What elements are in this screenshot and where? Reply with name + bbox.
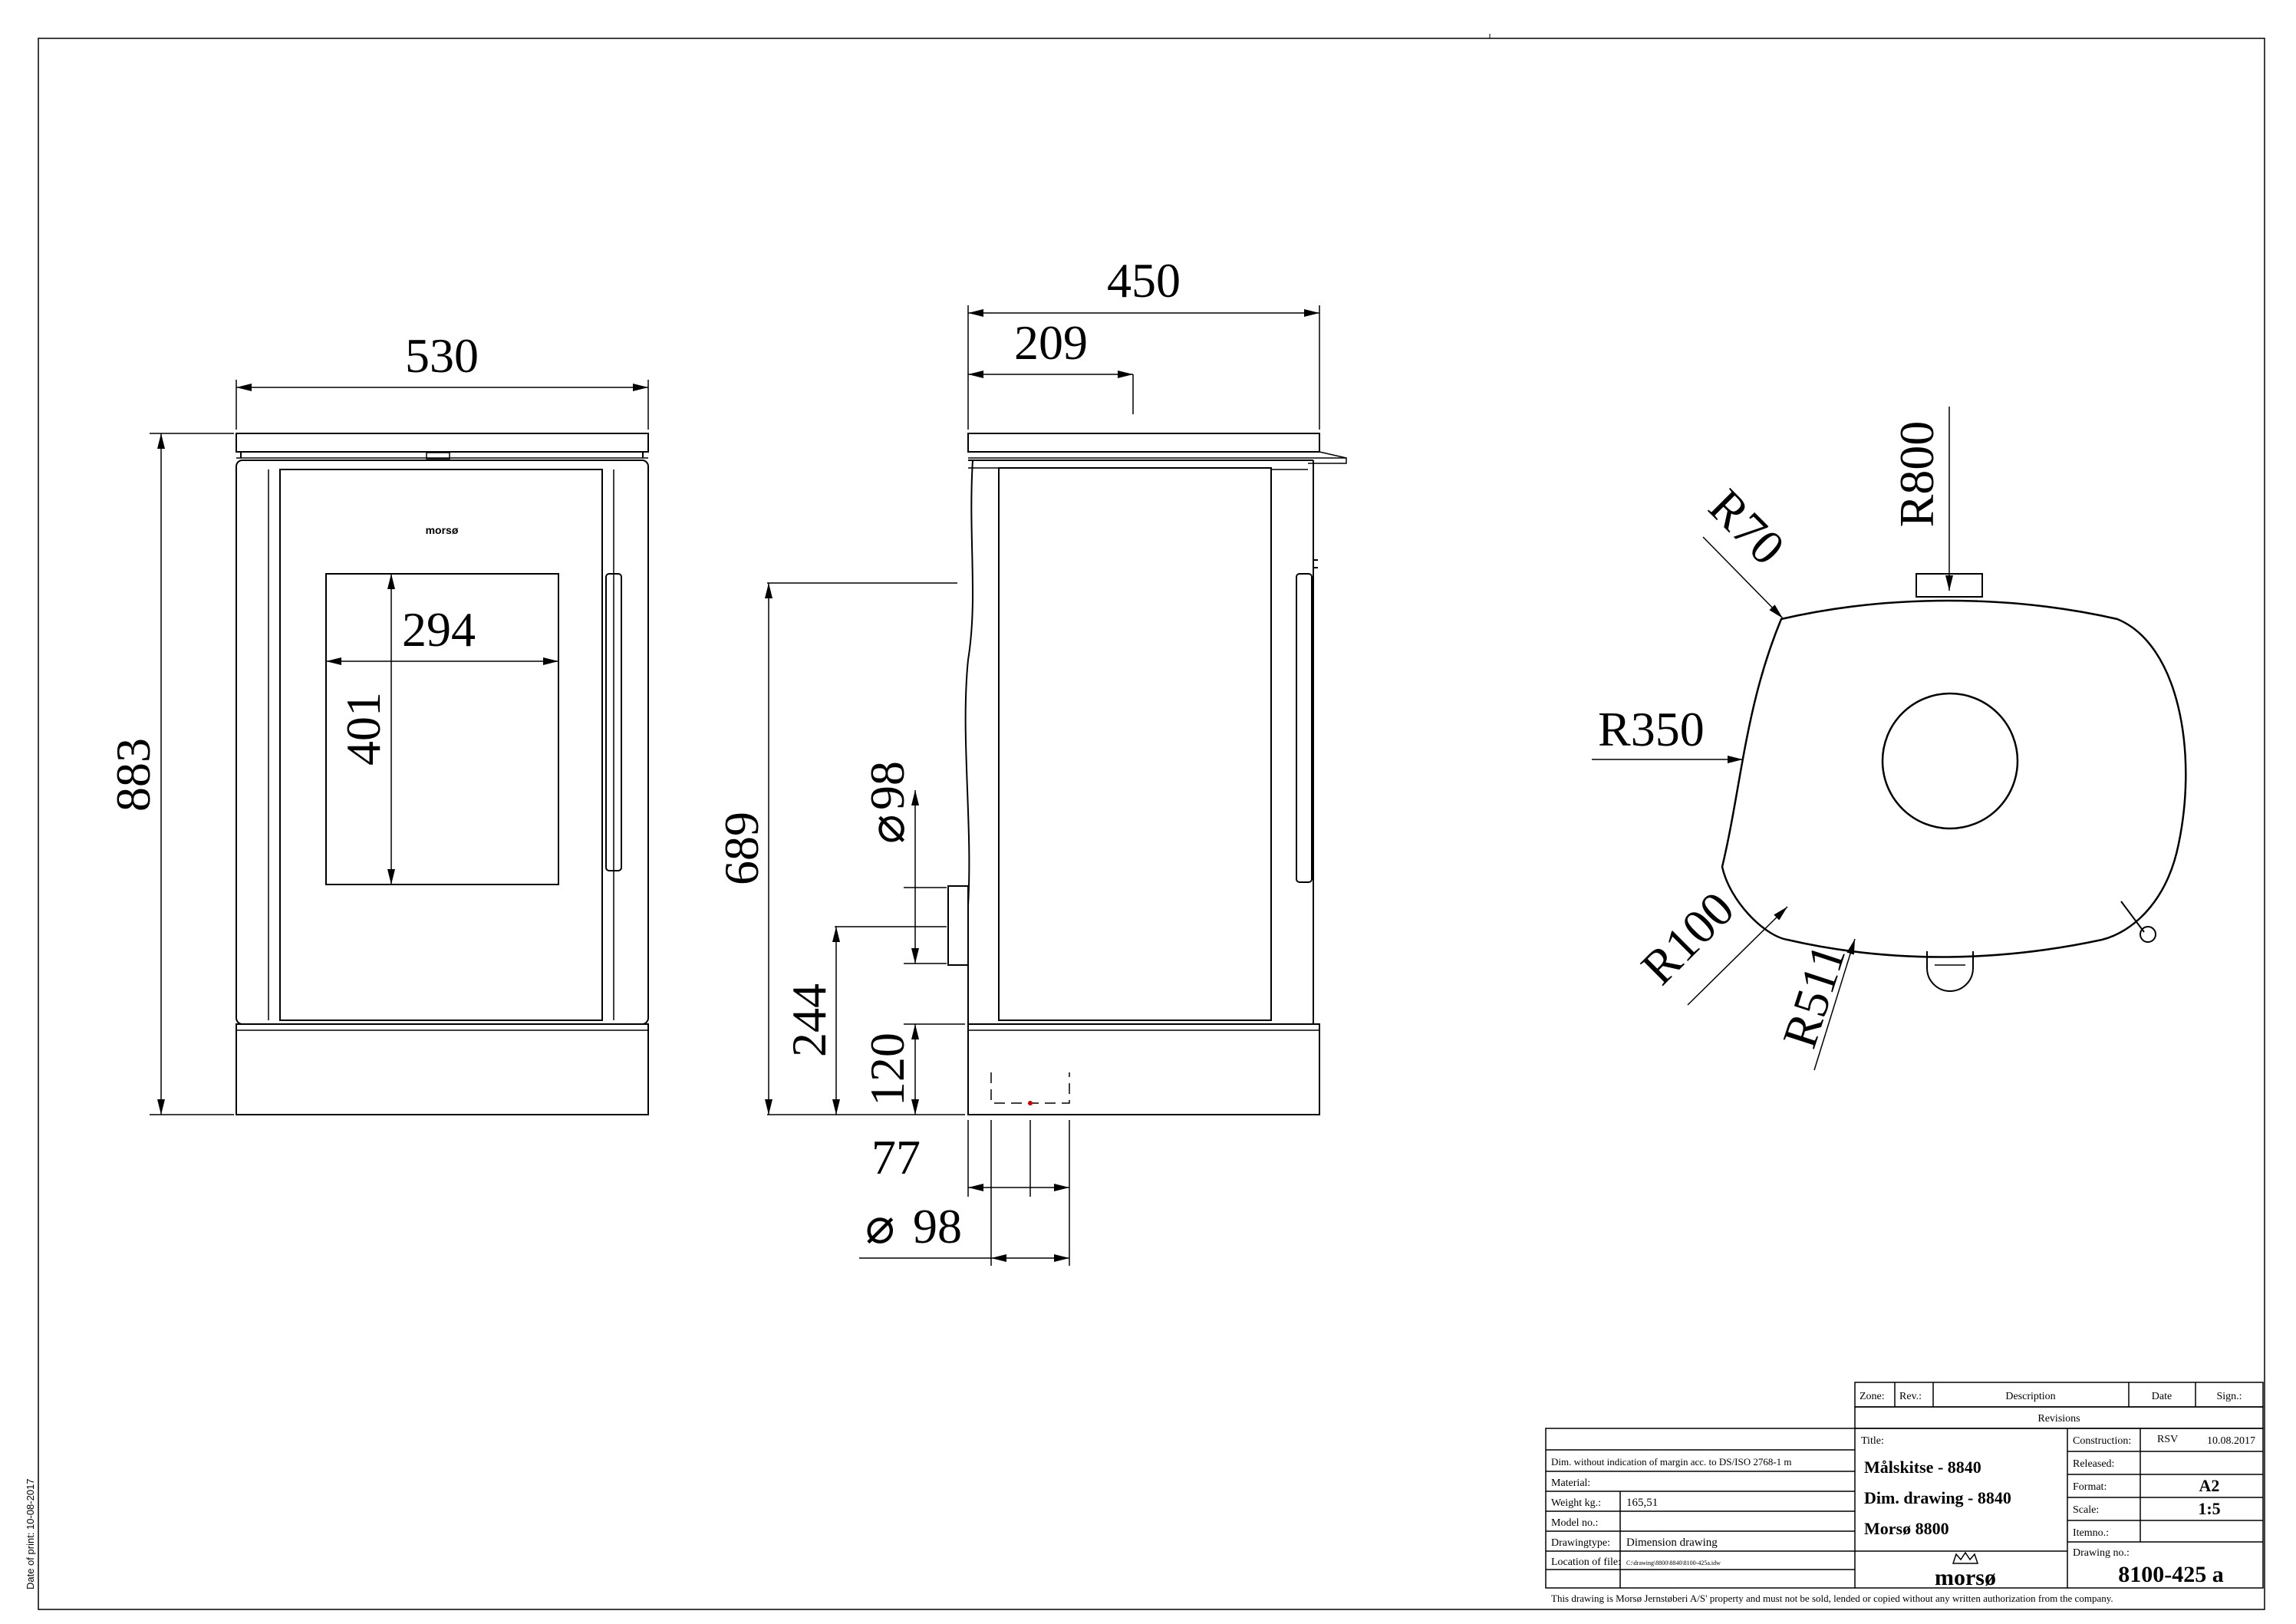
top-outline [1721,599,2187,958]
dim-120: 120 [860,1033,914,1106]
bottom-outlet [990,1072,1070,1104]
label-r800: R800 [1889,421,1944,528]
svg-text:⌀: ⌀ [860,814,914,844]
company-logo: morsø [1935,1565,1996,1590]
dim-98-bottom: 98 [913,1199,962,1253]
construction-label: Construction: [2073,1435,2131,1447]
dim-883: 883 [106,738,160,812]
format-value: A2 [2199,1476,2220,1495]
title-line-3: Morsø 8800 [1864,1519,1949,1538]
door-handle [605,573,622,871]
front-body [236,460,649,1025]
title-line-1: Målskitse - 8840 [1864,1458,1981,1477]
side-handle-arm [2120,901,2145,933]
released-label: Released: [2073,1458,2114,1470]
label-r100: R100 [1631,881,1744,995]
weight-label: Weight kg.: [1551,1497,1601,1509]
dim-294: 294 [402,602,476,657]
model-label: Model no.: [1551,1517,1598,1529]
dim-77: 77 [871,1130,921,1184]
side-top-plate [967,433,1320,453]
tolerance-note: Dim. without indication of margin acc. t… [1551,1456,1792,1468]
rev-header-sign: Sign.: [2216,1391,2242,1402]
dim-98-rear-label: ⌀ 98 [860,761,914,844]
side-handle-knob [2140,926,2156,943]
rev-header-date: Date [2152,1391,2172,1402]
side-top-handle [1308,451,1347,464]
material-label: Material: [1551,1477,1590,1489]
format-label: Format: [2073,1481,2107,1493]
front-glass [325,573,559,885]
side-view [947,433,1347,1115]
title-block: Zone: Rev.: Description Date Sign.: Revi… [1545,1382,2264,1604]
front-view [236,433,649,1115]
scale-label: Scale: [2073,1504,2099,1516]
front-top-plate [236,433,649,453]
construction-value: RSV [2157,1434,2178,1445]
front-top-handle [426,452,450,460]
side-back-edge [964,460,974,1024]
rev-header-zone: Zone: [1860,1391,1885,1402]
side-dimensions [765,305,1320,1266]
weight-value: 165,51 [1626,1497,1658,1509]
label-r70: R70 [1698,479,1795,575]
flue-outlet [1881,692,2019,830]
front-dimensions [150,380,649,1115]
label-r350: R350 [1598,702,1705,756]
construction-date: 10.08.2017 [2207,1435,2255,1447]
title-line-2: Dim. drawing - 8840 [1864,1488,2011,1507]
title-label: Title: [1861,1435,1884,1447]
crown-icon [1952,1551,1979,1564]
property-note: This drawing is Morsø Jernstøberi A/S' p… [1551,1593,2113,1604]
rear-outlet-stub [947,885,969,966]
label-r511: R511 [1772,938,1856,1055]
dim-401: 401 [336,692,390,766]
drawingno-label: Drawing no.: [2073,1547,2130,1559]
svg-text:98: 98 [860,761,914,810]
location-value: C:\drawing\8800\8840\8100-425a.idw [1626,1560,1721,1566]
drawingno-value: 8100-425 a [2118,1562,2224,1587]
rev-header-description: Description [2005,1391,2055,1402]
side-door-handle [1296,573,1313,883]
bottom-outlet-center [1028,1101,1033,1105]
dim-689: 689 [714,812,769,885]
scale-value: 1:5 [2198,1499,2220,1518]
revisions-label: Revisions [2037,1413,2080,1425]
top-view-leaders [1592,407,1953,1071]
side-panel [998,467,1272,1021]
front-logo: morsø [426,524,459,536]
rev-header-rev: Rev.: [1899,1391,1922,1402]
dim-98-bottom-diameter: ⌀ [865,1199,895,1253]
side-base [967,1023,1320,1115]
dim-209: 209 [1014,315,1088,370]
sheet-border [38,38,2265,1610]
dim-530: 530 [405,328,479,383]
leader-r100 [1687,906,1788,1006]
leader-r70 [1702,536,1784,619]
dim-244: 244 [782,983,836,1057]
drawingtype-value: Dimension drawing [1626,1537,1718,1549]
location-label: Location of file: [1551,1556,1621,1568]
print-date: Date of print: 10-08-2017 [25,1478,36,1589]
front-door [279,469,603,1021]
itemno-label: Itemno.: [2073,1527,2109,1539]
bottom-tab [1926,951,1974,992]
top-view [1721,573,2187,992]
drawingtype-label: Drawingtype: [1551,1537,1610,1549]
dim-450: 450 [1107,253,1181,308]
front-base [236,1023,649,1115]
leader-r511 [1813,938,1856,1071]
